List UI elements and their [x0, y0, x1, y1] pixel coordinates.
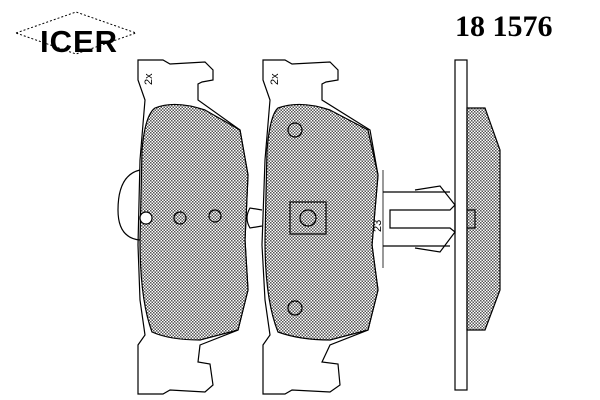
left-pad-clip: [117, 169, 141, 241]
left-pad-hole: [208, 209, 222, 223]
right-pad-sensor: [299, 209, 317, 227]
side-view-friction: [466, 107, 501, 331]
side-view-backing-plate: [454, 59, 468, 391]
dimension-label: 23: [372, 220, 384, 232]
icer-logo: ICER: [14, 10, 138, 59]
right-pad-wear-hole: [287, 122, 303, 138]
right-pad-backing-plate: [261, 59, 379, 395]
quantity-label-right: 2x: [269, 73, 281, 85]
left-pad-friction: [139, 103, 249, 341]
left-pad-pin-circle: [139, 211, 153, 225]
logo-text: ICER: [40, 24, 119, 59]
right-pad-sensor-block: [289, 201, 327, 235]
side-view-clip: [389, 185, 476, 253]
left-pad-hole: [173, 211, 187, 225]
right-pad-connector: [246, 207, 263, 229]
right-pad-wear-hole: [287, 300, 303, 316]
part-number: 18 1576: [455, 10, 553, 43]
left-pad-backing-plate: [137, 59, 249, 395]
right-pad-friction: [264, 103, 379, 341]
quantity-label-left: 2x: [143, 73, 155, 85]
